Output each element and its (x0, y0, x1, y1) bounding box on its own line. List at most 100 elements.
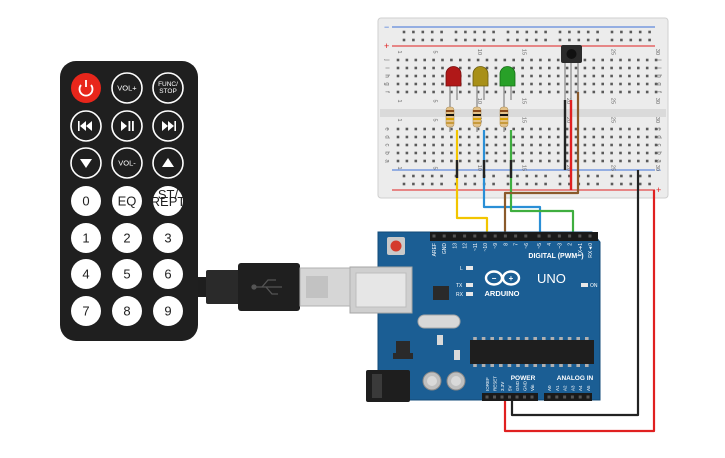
rail-hole (525, 174, 529, 178)
breadboard-hole (405, 82, 409, 86)
breadboard-hole (530, 82, 533, 86)
remote-button-5[interactable]: 5 (112, 259, 142, 289)
remote-button-st-rept[interactable]: ST/REPT (151, 186, 186, 216)
breadboard-hole (459, 135, 462, 139)
remote-button-face[interactable] (153, 296, 183, 326)
remote-button-up[interactable] (152, 147, 184, 179)
breadboard-hole (423, 127, 426, 131)
remote-button-func-stop[interactable]: FUNC/STOP (152, 72, 184, 104)
breadboard-hole (539, 58, 542, 62)
breadboard-hole (619, 151, 622, 155)
digital-pin-label: ~3 (557, 243, 563, 249)
rail-hole (648, 38, 651, 42)
remote-button-face[interactable] (71, 259, 101, 289)
breadboard-hole (441, 82, 444, 86)
breadboard-hole (423, 82, 426, 86)
breadboard-hole (485, 143, 489, 147)
header-pin (515, 395, 519, 399)
breadboard-hole (405, 90, 409, 94)
rail-hole (454, 30, 458, 34)
breadboard-hole (628, 127, 631, 131)
rail-hole (648, 174, 651, 178)
breadboard-hole (610, 151, 613, 155)
digital-pin-label: 7 (514, 243, 520, 246)
remote-button-eq[interactable]: EQ (112, 186, 142, 216)
breadboard-hole (556, 66, 560, 70)
rail-hole (473, 38, 477, 42)
rail-hole (440, 174, 443, 178)
remote-button-face[interactable] (153, 186, 183, 216)
remote-button-2[interactable]: 2 (112, 223, 142, 253)
rail-hole (402, 38, 406, 42)
remote-button-face[interactable] (71, 73, 101, 103)
digital-pin-label: 4 (547, 243, 553, 246)
triangle-up-icon (162, 158, 174, 167)
row-letter: b (384, 151, 390, 155)
power-pin-label: IOREF (485, 377, 490, 391)
remote-button-down[interactable] (70, 147, 102, 179)
breadboard-hole (405, 58, 409, 62)
remote-button-power[interactable] (71, 73, 101, 103)
remote-button-3[interactable]: 3 (153, 223, 183, 253)
breadboard-hole (565, 159, 569, 163)
breadboard-hole (539, 90, 542, 94)
breadboard-holes (396, 30, 658, 186)
remote-button-face[interactable] (112, 186, 142, 216)
header-pin (442, 234, 446, 238)
remote-button-play-pause[interactable] (111, 110, 143, 142)
label-l: L (460, 266, 463, 272)
remote-button-7[interactable]: 7 (71, 296, 101, 326)
breadboard-hole (485, 151, 489, 155)
power-pin-label: 3.3V (500, 382, 505, 391)
digital-pin-label: ~5 (537, 243, 543, 249)
remote-button-face[interactable] (111, 72, 143, 104)
remote-button-4[interactable]: 4 (71, 259, 101, 289)
remote-button-face[interactable] (153, 259, 183, 289)
row-letter: i (384, 67, 390, 68)
breadboard-hole (539, 127, 542, 131)
row-letter: g (384, 82, 390, 85)
remote-button-vol-up[interactable]: VOL+ (111, 72, 143, 104)
breadboard-hole (459, 90, 462, 94)
remote-button-next[interactable] (152, 110, 184, 142)
breadboard-hole (530, 135, 533, 139)
rail-minus-sign: − (384, 22, 389, 32)
column-number: 30 (654, 98, 660, 104)
breadboard-hole (601, 66, 604, 70)
breadboard-hole (548, 58, 551, 62)
row-letter: f (384, 91, 390, 93)
remote-button-face[interactable] (112, 259, 142, 289)
reset-button-cap[interactable] (390, 240, 402, 252)
rail-hole (544, 174, 547, 178)
fast-forward-icon (162, 121, 176, 131)
remote-button-8[interactable]: 8 (112, 296, 142, 326)
remote-button-face[interactable] (111, 147, 143, 179)
column-number: 1 (396, 99, 402, 102)
analog-pin-label: A1 (555, 385, 560, 391)
remote-button-face[interactable] (112, 223, 142, 253)
breadboard-hole (565, 127, 569, 131)
breadboard-hole (637, 74, 640, 78)
remote-button-9[interactable]: 9 (153, 296, 183, 326)
remote-button-face[interactable] (153, 223, 183, 253)
remote-button-face[interactable] (71, 296, 101, 326)
remote-button-face[interactable] (152, 72, 184, 104)
breadboard-hole (574, 82, 578, 86)
remote-button-face[interactable] (112, 296, 142, 326)
chip-pin (533, 364, 537, 367)
remote-button-0[interactable]: 0 (71, 186, 101, 216)
remote-button-6[interactable]: 6 (153, 259, 183, 289)
rail-hole (568, 182, 571, 186)
remote-button-prev[interactable] (70, 110, 102, 142)
breadboard-hole (654, 74, 658, 78)
rail-hole (525, 182, 529, 186)
svg-text:+: + (509, 274, 514, 283)
remote-button-vol-down[interactable]: VOL- (111, 147, 143, 179)
remote-button-face[interactable] (71, 223, 101, 253)
breadboard-hole (494, 66, 498, 70)
remote-button-face[interactable] (71, 186, 101, 216)
remote-button-label: 1 (82, 231, 89, 246)
remote-button-1[interactable]: 1 (71, 223, 101, 253)
rail-hole (544, 182, 547, 186)
